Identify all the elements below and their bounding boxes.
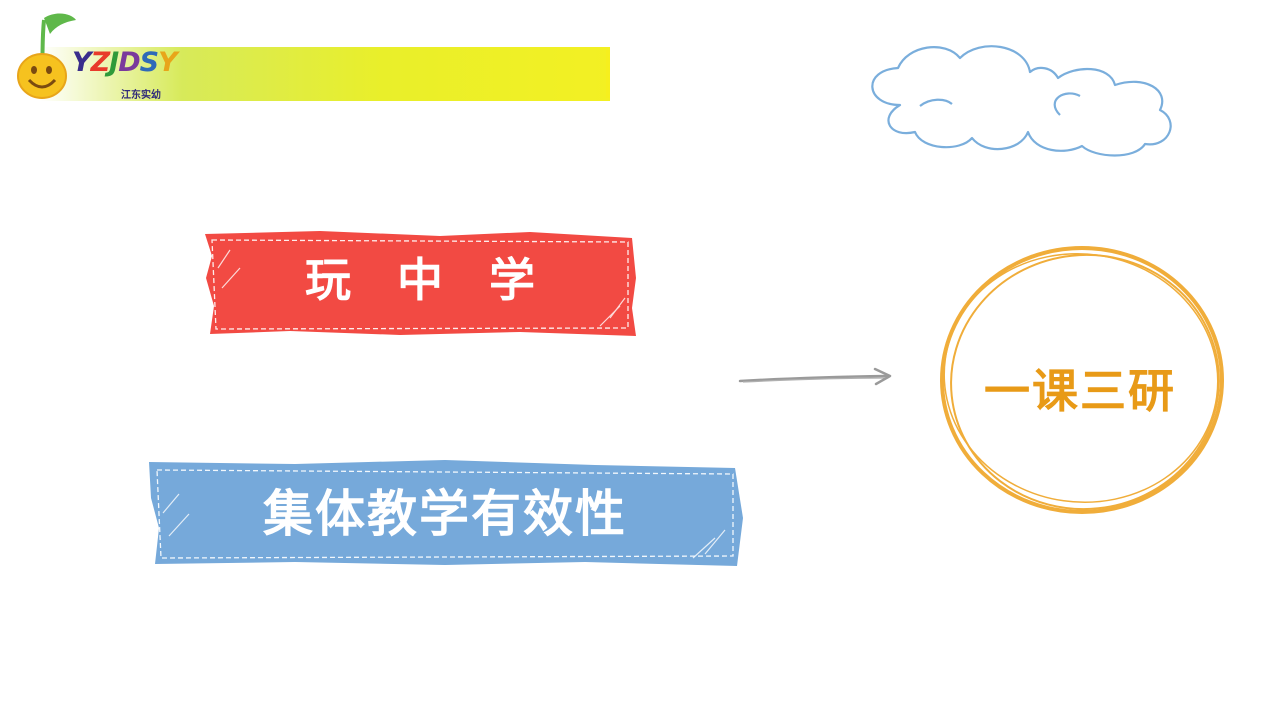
logo-subtitle: 江东实幼 — [121, 90, 161, 101]
red-tag: 玩 中 学 — [200, 228, 640, 338]
hand-drawn-circle — [940, 246, 1224, 514]
cloud-icon — [871, 45, 1172, 157]
logo-letter: Y — [158, 47, 178, 78]
blue-tag: 集体教学有效性 — [145, 458, 745, 568]
header-banner — [40, 47, 610, 101]
logo-letter: Z — [90, 47, 111, 78]
blue-tag-label: 集体教学有效性 — [263, 484, 627, 543]
target-label: 一课三研 — [984, 364, 1176, 418]
logo-letter: D — [118, 47, 140, 78]
logo-letter: S — [139, 47, 159, 78]
red-tag-label: 玩 中 学 — [305, 253, 535, 307]
logo-letter: J — [109, 47, 119, 78]
header-banner-edge — [606, 50, 610, 98]
smiley-note-icon — [17, 13, 76, 99]
arrow-right-icon — [738, 367, 892, 386]
logo-letter: Y — [72, 47, 92, 78]
logo-wordmark: YZJDSY — [72, 47, 178, 78]
